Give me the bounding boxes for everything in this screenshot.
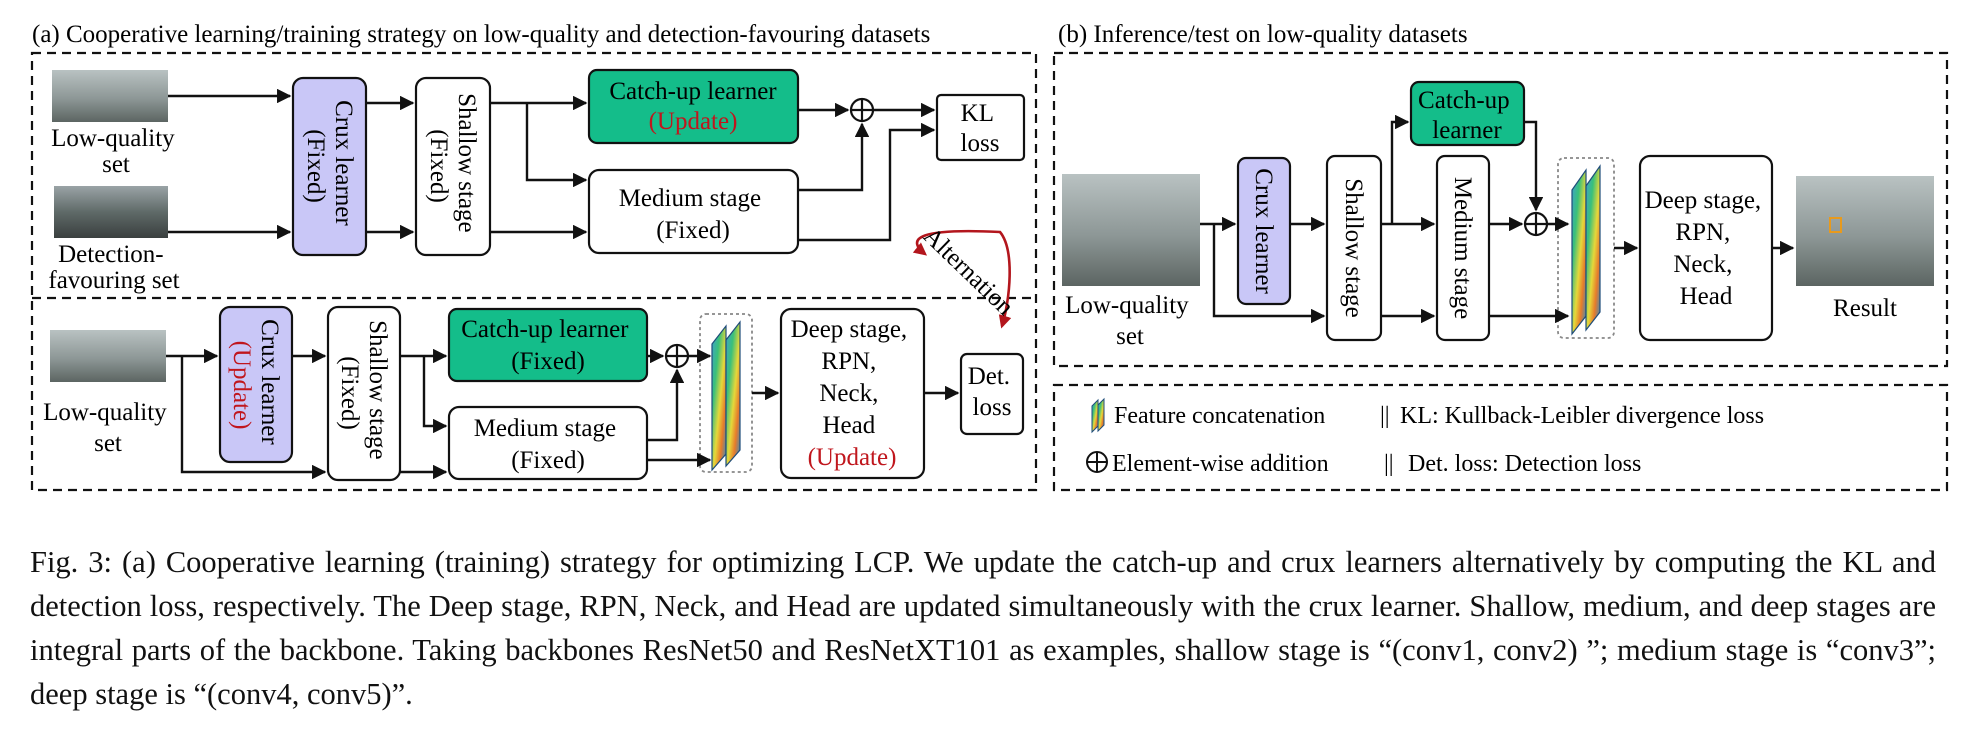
low-quality-set-label: Low-quality set xyxy=(51,125,181,178)
crux-learner-b-label: Crux learner xyxy=(1250,168,1277,294)
low-quality-image-bottom xyxy=(50,330,166,382)
catch-up-learner-b-label: Catch-up learner xyxy=(1418,87,1516,144)
arrow-medium-to-add xyxy=(798,122,870,192)
catch-up-learner-label: Catch-up learner xyxy=(609,78,777,105)
medium-stage-fixed-label-bottom: Medium stage (Fixed) xyxy=(474,415,623,474)
arrow-shallow-to-medium-1 xyxy=(525,103,588,188)
medium-stage-b-box xyxy=(1435,154,1491,342)
catch-up-learner-update-box xyxy=(587,68,800,145)
low-quality-set-label-bottom: Low-quality set xyxy=(43,399,173,457)
catch-up-learner-fixed-box xyxy=(447,307,649,383)
legend-kl-definition: KL: Kullback-Leibler divergence loss xyxy=(1400,403,1764,429)
shallow-stage-b-label: Shallow stage xyxy=(1340,178,1367,318)
arrow-b-medium-to-add xyxy=(647,368,685,442)
arrow-p-shallow-to-catchup xyxy=(1390,114,1410,224)
deep-stage-b-box xyxy=(1638,154,1774,342)
legend-element-wise-addition-icon xyxy=(1086,451,1108,473)
kl-loss-label: KL loss xyxy=(961,100,1000,157)
result-label: Result xyxy=(1833,295,1897,322)
arrow-p-img-to-shallow xyxy=(1212,224,1326,324)
arrow-b-lq-to-shallow xyxy=(180,356,327,480)
detection-favouring-set-label: Detection- favouring set xyxy=(48,241,179,294)
panel-b-frame xyxy=(1052,51,1949,368)
crux-learner-update-label: Crux learner (Update) xyxy=(228,319,283,451)
crux-learner-fixed-box xyxy=(291,76,368,257)
catch-up-update-status: (Update) xyxy=(649,108,738,135)
legend-feature-concat-label: Feature concatenation xyxy=(1114,403,1325,429)
medium-stage-fixed-label: Medium stage (Fixed) xyxy=(619,185,768,244)
legend-separator-2: || xyxy=(1384,451,1394,477)
detection-favouring-image xyxy=(54,186,168,238)
shallow-stage-fixed-label-bottom: Shallow stage (Fixed) xyxy=(336,320,391,466)
det-loss-box xyxy=(959,352,1025,436)
low-quality-set-label-b: Low-quality set xyxy=(1065,292,1195,350)
figure-diagram: (a) Cooperative learning/training strate… xyxy=(30,21,1949,492)
panel-a-title: (a) Cooperative learning/training strate… xyxy=(32,21,930,48)
low-quality-image xyxy=(52,70,168,122)
deep-stage-update-label: Deep stage, RPN, Neck, Head (Update) xyxy=(791,316,914,471)
result-image xyxy=(1796,176,1934,286)
medium-stage-b-label: Medium stage xyxy=(1449,177,1476,319)
feature-concatenation-icon-b xyxy=(1557,157,1615,339)
medium-stage-fixed-box xyxy=(587,168,800,255)
catch-up-learner-b-box xyxy=(1409,80,1526,147)
legend-element-wise-addition-label: Element-wise addition xyxy=(1112,451,1329,477)
legend-separator-1: || xyxy=(1380,403,1390,429)
det-loss-label: Det. loss xyxy=(968,363,1017,421)
shallow-stage-fixed-box-bottom xyxy=(326,305,402,482)
element-wise-addition-icon xyxy=(849,97,875,123)
detection-box-icon xyxy=(1829,217,1842,233)
element-wise-addition-icon-b xyxy=(1523,211,1549,237)
arrow-medium-to-kl xyxy=(798,122,936,242)
alternation-arrow-icon xyxy=(912,229,1012,329)
crux-learner-b-box xyxy=(1236,156,1292,306)
feature-concatenation-icon-bottom xyxy=(699,313,753,473)
crux-learner-update-box xyxy=(218,305,294,464)
arrow-p-catchup-to-add xyxy=(1524,120,1544,212)
low-quality-image-b xyxy=(1062,174,1200,286)
catch-up-learner-fixed-label: Catch-up learner (Fixed) xyxy=(461,316,635,375)
deep-stage-b-label: Deep stage, RPN, Neck, Head xyxy=(1645,187,1768,310)
crux-learner-fixed-label: Crux learner (Fixed) xyxy=(302,100,357,232)
shallow-stage-fixed-box xyxy=(414,76,492,257)
legend-frame xyxy=(1052,383,1949,492)
arrow-b-shallow-to-medium-1 xyxy=(422,356,448,434)
element-wise-addition-icon-bottom xyxy=(664,343,690,369)
shallow-stage-fixed-label: Shallow stage (Fixed) xyxy=(425,93,480,239)
medium-stage-fixed-box-bottom xyxy=(447,405,649,481)
shallow-stage-b-box xyxy=(1325,154,1383,342)
legend-feature-concat-icon xyxy=(1091,397,1105,434)
legend-det-definition: Det. loss: Detection loss xyxy=(1408,451,1641,477)
panel-a-frame xyxy=(30,51,1038,492)
figure-caption: Fig. 3: (a) Cooperative learning (traini… xyxy=(30,545,1936,711)
kl-loss-box xyxy=(935,93,1026,162)
panel-b-title: (b) Inference/test on low-quality datase… xyxy=(1058,21,1468,48)
